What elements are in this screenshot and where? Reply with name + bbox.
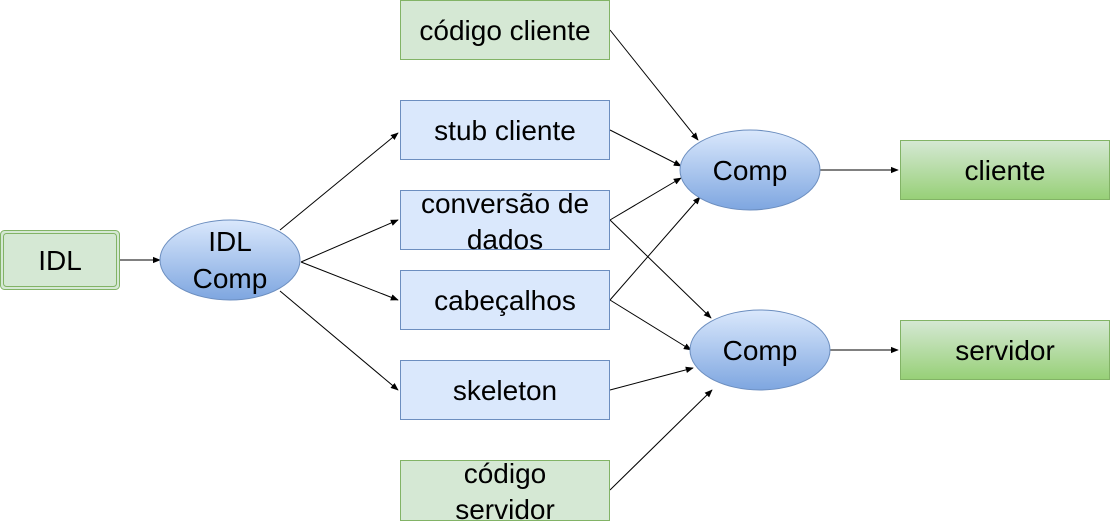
edge-skeleton-to-comps — [609, 366, 694, 391]
edges — [120, 29, 899, 491]
comp-cliente-label: Comp — [713, 155, 788, 186]
edge-stub-to-compc — [609, 129, 682, 167]
stub-cliente-label: stub cliente — [434, 115, 576, 146]
cabecalhos-label: cabeçalhos — [434, 285, 576, 316]
idl-label: IDL — [38, 245, 82, 276]
cliente-label: cliente — [965, 155, 1046, 186]
skeleton-label: skeleton — [453, 375, 557, 406]
cabecalhos-node: cabeçalhos — [400, 270, 610, 330]
cliente-node: cliente — [900, 140, 1110, 200]
conversao-label-line1: conversão de — [421, 188, 589, 219]
codigo-cliente-node: código cliente — [400, 0, 610, 60]
edge-conversao-to-compc — [609, 177, 682, 221]
codigo-servidor-label-line2: servidor — [455, 494, 555, 525]
edge-conversao-to-comps — [609, 219, 712, 319]
idl-comp-label-line2: Comp — [193, 263, 268, 294]
edge-codigocliente-to-compc — [609, 29, 699, 141]
codigo-servidor-node: código servidor — [400, 458, 610, 525]
comp-servidor-node: Comp — [689, 309, 831, 391]
conversao-dados-node: conversão de dados — [400, 188, 610, 255]
edge-codigoservidor-to-comps — [609, 389, 713, 491]
edge-idlcomp-to-conversao — [300, 219, 399, 263]
comp-cliente-node: Comp — [679, 129, 821, 211]
servidor-label: servidor — [955, 335, 1055, 366]
codigo-servidor-label-line1: código — [464, 458, 547, 489]
conversao-label-line2: dados — [467, 224, 543, 255]
edge-cabecalhos-to-comps — [609, 299, 692, 351]
idl-comp-label-line1: IDL — [208, 226, 252, 257]
idl-comp-node: IDL Comp — [159, 219, 301, 301]
servidor-node: servidor — [900, 320, 1110, 380]
edge-idlcomp-to-cabecalhos — [300, 261, 399, 301]
codigo-cliente-label: código cliente — [419, 15, 590, 46]
stub-cliente-node: stub cliente — [400, 100, 610, 160]
skeleton-node: skeleton — [400, 360, 610, 420]
idl-node: IDL — [0, 230, 120, 290]
edge-idlcomp-to-stub — [279, 132, 399, 231]
edge-cabecalhos-to-compc — [609, 196, 701, 301]
comp-servidor-label: Comp — [723, 335, 798, 366]
edge-idlcomp-to-skeleton — [279, 290, 399, 391]
